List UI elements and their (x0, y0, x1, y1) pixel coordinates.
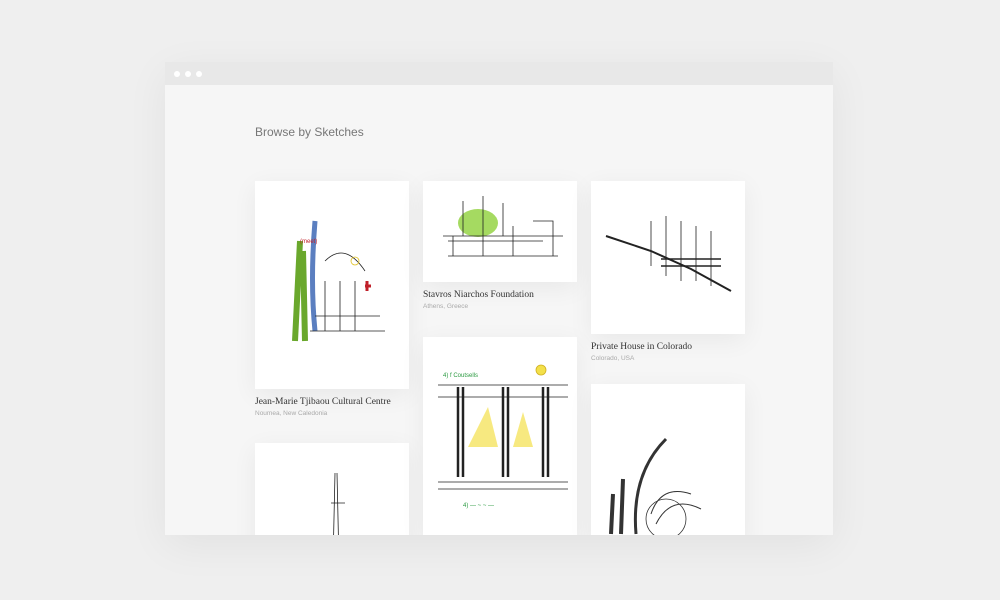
card-title[interactable]: Jean-Marie Tjibaou Cultural Centre (255, 397, 391, 407)
sketch-image[interactable] (423, 181, 577, 282)
sketch-card[interactable]: 4) f Coutsells 4) — ~ ~ — (423, 337, 577, 535)
svg-text:4) — ~ ~ —: 4) — ~ ~ — (463, 503, 494, 509)
card-title[interactable]: Stavros Niarchos Foundation (423, 290, 534, 300)
sketch-image[interactable]: 4) f Coutsells 4) — ~ ~ — (423, 337, 577, 535)
card-location: Noumea, New Caledonia (255, 410, 328, 417)
svg-text:4) f Coutsells: 4) f Coutsells (443, 373, 478, 379)
window-control-dot[interactable] (185, 71, 191, 77)
page-title: Browse by Sketches (255, 125, 364, 139)
sketch-image[interactable] (591, 384, 745, 535)
card-location: Athens, Greece (423, 303, 469, 310)
card-location: Colorado, USA (591, 355, 635, 362)
browser-window: Browse by Sketches (meet) Jean-Marie Tji… (165, 62, 833, 535)
sketch-card[interactable]: Stavros Niarchos Foundation Athens, Gree… (423, 181, 577, 310)
card-title[interactable]: Private House in Colorado (591, 342, 693, 352)
sketch-card[interactable]: (meet) Jean-Marie Tjibaou Cultural Centr… (255, 181, 409, 417)
sketch-image[interactable] (255, 443, 409, 535)
sketch-card[interactable] (591, 384, 745, 535)
svg-text:(meet): (meet) (300, 239, 317, 245)
sketch-image[interactable]: (meet) (255, 181, 409, 389)
title-bar (165, 62, 833, 85)
sketch-card[interactable]: Private House in Colorado Colorado, USA (591, 181, 745, 362)
sketch-card[interactable] (255, 443, 409, 535)
sketch-image[interactable] (591, 181, 745, 334)
window-control-dot[interactable] (196, 71, 202, 77)
window-control-dot[interactable] (174, 71, 180, 77)
